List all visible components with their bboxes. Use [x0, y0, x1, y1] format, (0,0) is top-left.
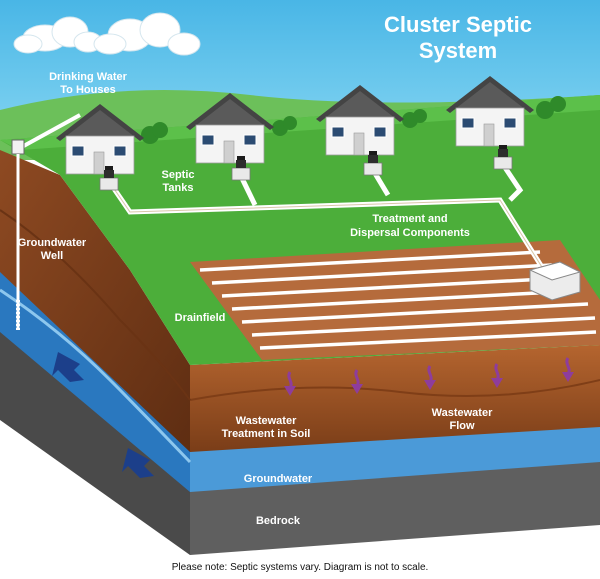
soil-layer-line-left	[0, 209, 191, 401]
title-line-1: Cluster Septic	[384, 12, 532, 37]
shrubs	[141, 96, 566, 144]
groundwater-highlight	[0, 288, 192, 464]
groundwater-well	[11, 139, 25, 330]
treatment-label-1: Treatment and	[372, 213, 447, 225]
soil-layer-line	[189, 379, 600, 401]
soil-left	[0, 150, 190, 452]
septic-tanks-label-1: Septic	[161, 169, 194, 181]
cloud-icon	[93, 12, 201, 56]
groundwater-front	[190, 425, 600, 492]
groundwater-label: Groundwater	[244, 473, 313, 485]
flow-arrow-icon	[122, 448, 154, 478]
bedrock-left	[0, 330, 190, 555]
wastewater-flow-label-1: Wastewater	[432, 407, 493, 419]
drinking-water-label-1: Drinking Water	[49, 71, 128, 83]
disclaimer-note: Please note: Septic systems vary. Diagra…	[172, 562, 429, 573]
bedrock-label: Bedrock	[256, 515, 301, 527]
treatment-label-2: Dispersal Components	[350, 227, 470, 239]
flow-arrow-icon	[52, 352, 84, 382]
groundwater-well-label-2: Well	[41, 250, 63, 262]
wastewater-flow-label-2: Flow	[449, 420, 474, 432]
title-line-2: System	[419, 38, 497, 63]
drainfield-label: Drainfield	[175, 312, 226, 324]
treatment-unit	[528, 261, 582, 301]
drinking-water-label-2: To Houses	[60, 84, 115, 96]
drainfield-pipes	[199, 250, 597, 350]
septic-tanks-label-2: Tanks	[163, 182, 194, 194]
water-supply-pipe	[19, 113, 81, 150]
wastewater-treatment-label-2: Treatment in Soil	[222, 428, 311, 440]
wastewater-treatment-label-1: Wastewater	[236, 415, 297, 427]
groundwater-well-label-1: Groundwater	[18, 237, 87, 249]
